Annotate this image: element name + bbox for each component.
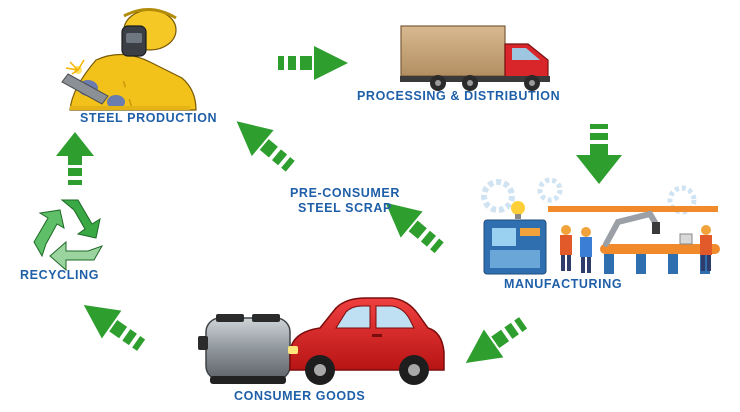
arrow-manufacturing-to-consumer (465, 317, 528, 363)
arrow-manufacturing-to-scrap (385, 202, 444, 254)
arrow-recycling-to-production (56, 132, 94, 185)
label-steel-production: STEEL PRODUCTION (80, 111, 218, 125)
label-recycling: RECYCLING (20, 268, 100, 282)
label-pre-consumer-line2: STEEL SCRAP (298, 201, 392, 215)
delivery-truck-icon (400, 25, 550, 91)
toaster-and-car-icon (198, 297, 445, 385)
flow-arrows (56, 46, 622, 363)
arrow-production-to-processing (278, 46, 348, 80)
factory-assembly-line-icon (481, 177, 720, 275)
label-processing-distribution: PROCESSING & DISTRIBUTION (357, 89, 561, 103)
label-pre-consumer-line1: PRE-CONSUMER (290, 186, 400, 200)
arrow-processing-to-manufacturing (576, 124, 622, 184)
label-consumer-goods: CONSUMER GOODS (234, 389, 366, 403)
welder-icon (61, 8, 197, 111)
worker-figures (560, 225, 712, 273)
recycle-icon (33, 199, 104, 272)
label-manufacturing: MANUFACTURING (504, 277, 623, 291)
label-pre-consumer-scrap: PRE-CONSUMER STEEL SCRAP (290, 186, 400, 216)
arrow-consumer-to-recycling (83, 305, 146, 351)
toaster-icon (198, 314, 291, 384)
car-icon (288, 297, 445, 385)
arrow-scrap-to-production (236, 121, 295, 172)
